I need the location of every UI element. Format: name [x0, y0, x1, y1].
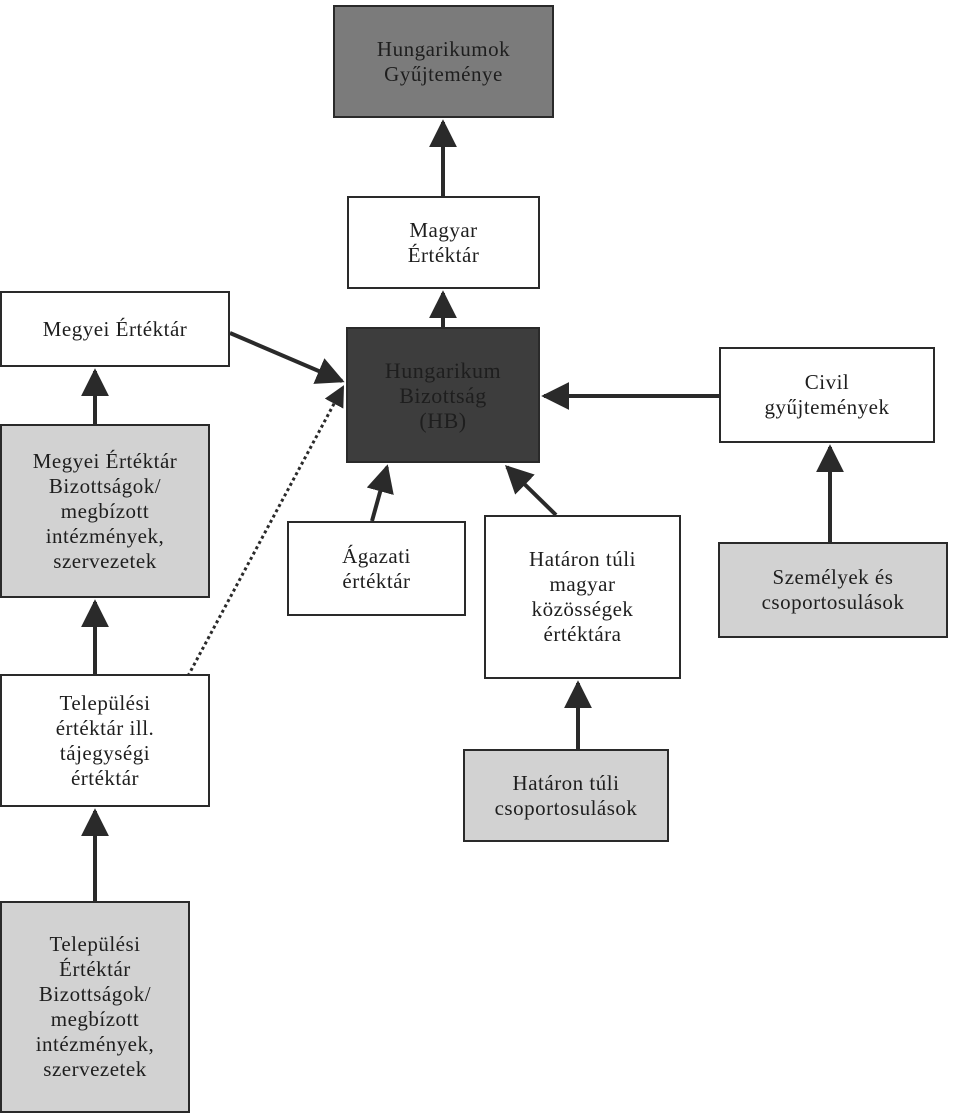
arrow-telepulesi-to-hb: [186, 385, 345, 677]
node-megyei-ertektar: Megyei Értéktár: [0, 291, 230, 367]
node-magyar-ertektar: Magyar Értéktár: [347, 196, 540, 289]
node-hataron-tuli-ertektar: Határon túli magyar közösségek értéktára: [484, 515, 681, 679]
node-hataron-tuli-csoportosulasok: Határon túli csoportosulások: [463, 749, 669, 842]
arrow-hataron-to-hb: [504, 465, 558, 517]
node-szemelyek-es-csoportosulasok: Személyek és csoportosulások: [718, 542, 948, 638]
node-megyei-ertektar-bizottsagok: Megyei Értéktár Bizottságok/ megbízott i…: [0, 424, 210, 598]
node-hungarikum-bizottsag: Hungarikum Bizottság (HB): [346, 327, 540, 463]
arrow-megyei-to-hb: [229, 331, 345, 384]
node-telepulesi-ertektar: Települési értéktár ill. tájegységi érté…: [0, 674, 210, 807]
node-telepulesi-ertektar-bizottsagok: Települési Értéktár Bizottságok/ megbízo…: [0, 901, 190, 1113]
node-hungarikumok-gyujtemenye: Hungarikumok Gyűjteménye: [333, 5, 554, 118]
arrow-agazati-to-hb: [366, 464, 394, 522]
node-agazati-ertektar: Ágazati értéktár: [287, 521, 466, 616]
node-civil-gyujtemenyek: Civil gyűjtemények: [719, 347, 935, 443]
